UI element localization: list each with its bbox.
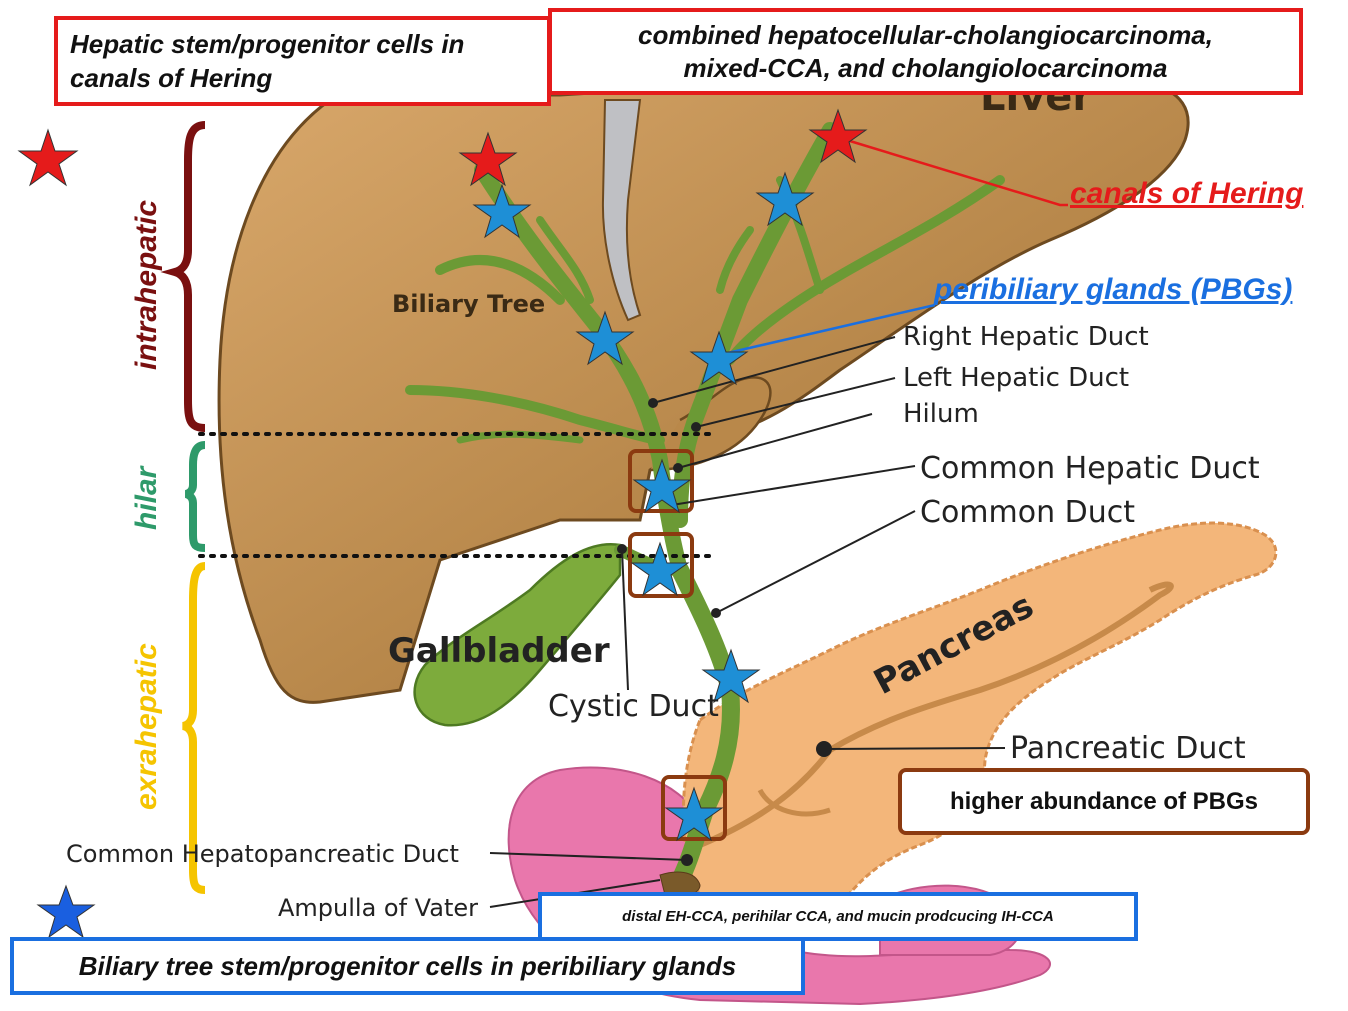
hepatic-stem-cells-text: Hepatic stem/progenitor cells in canals … [70,27,547,95]
higher-abundance-text: higher abundance of PBGs [950,788,1258,816]
common-hepatopancreatic-duct-label: Common Hepatopancreatic Duct [66,840,459,868]
higher-abundance-box: higher abundance of PBGs [898,768,1310,835]
canals-of-hering-callout: canals of Hering [1070,177,1303,211]
red-star-icon [19,130,77,185]
right-hepatic-duct-label: Right Hepatic Duct [903,322,1149,352]
distal-carcinoma-text: distal EH-CCA, perihilar CCA, and mucin … [622,908,1054,925]
biliary-stem-cells-box: Biliary tree stem/progenitor cells in pe… [10,937,805,995]
combined-carcinoma-box: combined hepatocellular-cholangiocarcino… [548,8,1303,95]
combined-carcinoma-line1: combined hepatocellular-cholangiocarcino… [638,19,1213,52]
biliary-tree-label: Biliary Tree [392,290,545,318]
common-duct-label: Common Duct [920,495,1135,530]
left-hepatic-duct-label: Left Hepatic Duct [903,363,1129,393]
intrahepatic-label: intrahepatic [130,200,164,370]
combined-carcinoma-line2: mixed-CCA, and cholangiolocarcinoma [684,52,1168,85]
hilum-label: Hilum [903,399,979,429]
blue-star-icon [38,886,94,937]
intrahepatic-brace [175,125,205,428]
hilar-label: hilar [130,467,164,530]
common-hepatic-duct-label: Common Hepatic Duct [920,451,1260,486]
biliary-stem-cells-text: Biliary tree stem/progenitor cells in pe… [79,951,736,982]
gallbladder-label: Gallbladder [388,631,610,671]
hilar-brace [186,445,205,548]
ampulla-of-vater-label: Ampulla of Vater [278,894,478,922]
pancreatic-duct-label: Pancreatic Duct [1010,731,1246,766]
cystic-duct-label: Cystic Duct [548,689,719,724]
distal-carcinoma-box: distal EH-CCA, perihilar CCA, and mucin … [538,892,1138,941]
peribiliary-glands-callout: peribiliary glands (PBGs) [934,273,1292,307]
hepatic-stem-cells-box: Hepatic stem/progenitor cells in canals … [54,16,551,106]
extrahepatic-label: exrahepatic [130,643,164,810]
